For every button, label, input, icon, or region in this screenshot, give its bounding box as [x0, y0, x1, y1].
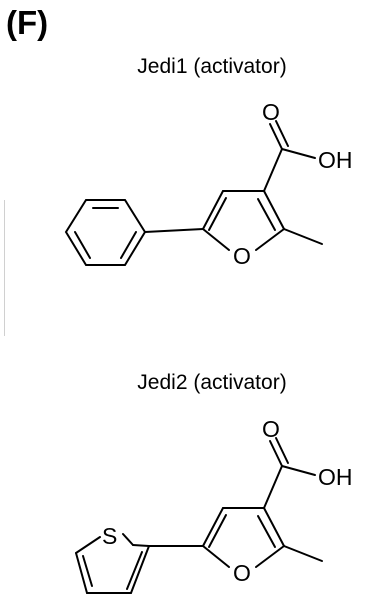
furan-bond	[202, 190, 224, 230]
benzene-inner-bond	[74, 231, 91, 259]
thiophene-bond	[75, 552, 88, 594]
thiophene-bond	[122, 533, 134, 546]
divider-line	[4, 200, 5, 336]
panel-label: (F)	[6, 4, 49, 41]
carbonyl-double-bond	[275, 437, 289, 464]
carboxyl-bond	[263, 465, 283, 509]
furan-double-bond	[208, 514, 227, 548]
ring-sulfur-label: S	[102, 523, 117, 549]
molecule-2-structure: S O OH O	[75, 416, 353, 594]
furan-bond	[255, 545, 285, 568]
thiophene-bond	[132, 544, 150, 547]
molecule-1-structure: O OH O	[64, 99, 353, 269]
carboxyl-bond	[263, 148, 283, 192]
thiophene-bond	[75, 536, 101, 554]
molecule-2-caption: Jedi2 (activator)	[137, 371, 287, 394]
thiophene-double-bond	[126, 551, 143, 590]
hydroxyl-bond	[281, 148, 316, 159]
carbonyl-double-bond	[269, 440, 283, 467]
benzene-ring	[64, 199, 147, 266]
thiophene-bond	[130, 545, 150, 594]
carbonyl-oxygen-label: O	[262, 99, 280, 125]
furan-double-bond	[257, 198, 276, 231]
hydroxyl-label: OH	[318, 147, 353, 173]
hydroxyl-label: OH	[318, 464, 353, 490]
furan-bond	[263, 190, 285, 230]
furan-bond	[202, 228, 230, 251]
ring-oxygen-label: O	[233, 243, 251, 269]
thiophene-double-bond	[82, 555, 93, 587]
hydroxyl-bond	[281, 465, 316, 476]
carbonyl-double-bond	[275, 120, 289, 147]
ring-oxygen-label: O	[233, 560, 251, 586]
benzene-inner-bond	[120, 231, 137, 259]
furan-bond	[202, 507, 224, 547]
furan-double-bond	[208, 197, 227, 231]
furan-bond	[263, 507, 285, 547]
carbonyl-double-bond	[269, 123, 283, 150]
carbonyl-oxygen-label: O	[262, 416, 280, 442]
methyl-bond	[283, 545, 323, 562]
methyl-bond	[283, 228, 323, 245]
molecule-1-caption: Jedi1 (activator)	[137, 55, 287, 78]
furan-bond	[202, 545, 230, 568]
phenyl-furan-bond	[144, 228, 204, 233]
furan-bond	[255, 228, 285, 251]
furan-double-bond	[257, 515, 276, 548]
